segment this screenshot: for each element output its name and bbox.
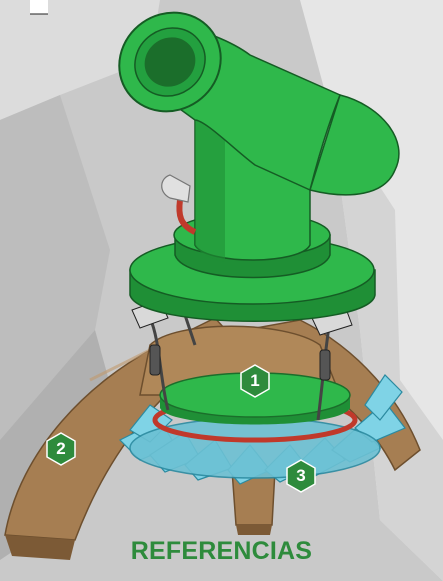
references-title: REFERENCIAS [0,537,443,566]
reference-badge-3: 3 [284,459,318,493]
reference-number: 3 [284,459,318,493]
reference-badge-1: 1 [238,364,272,398]
reference-number: 1 [238,364,272,398]
reference-badge-2: 2 [44,432,78,466]
reference-number: 2 [44,432,78,466]
blade-disc [130,418,380,478]
